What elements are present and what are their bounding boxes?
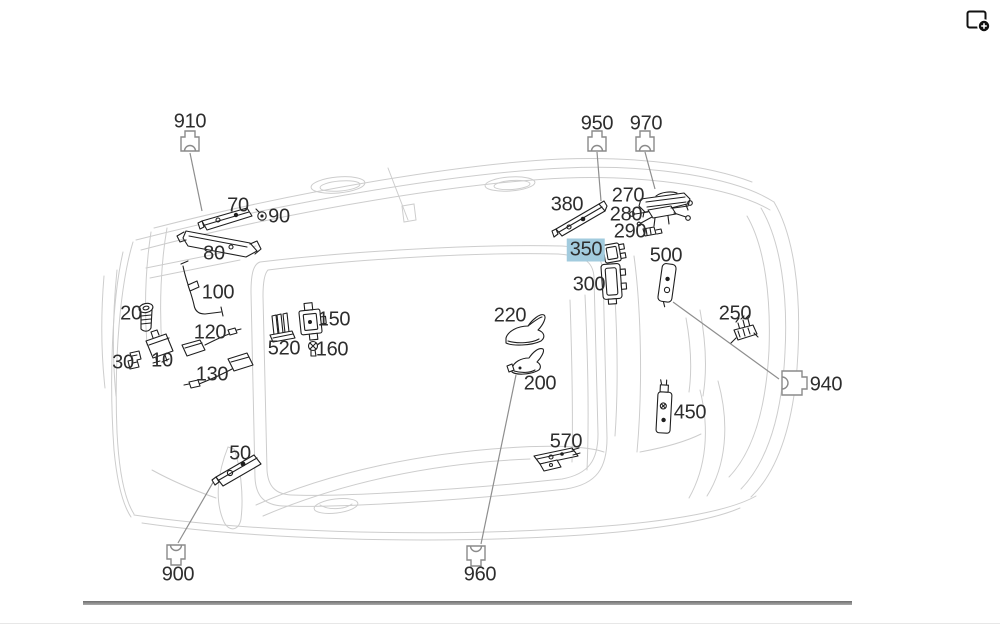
leader-line-950 (596, 151, 602, 202)
connector-plug-icon-940[interactable] (781, 370, 808, 396)
leader-line-900 (177, 478, 216, 544)
part-label-120[interactable]: 120 (193, 321, 227, 344)
part-label-300[interactable]: 300 (572, 273, 606, 296)
part-glyph-30[interactable] (127, 350, 142, 370)
part-glyph-350[interactable] (596, 242, 627, 265)
part-label-160[interactable]: 160 (315, 338, 349, 361)
open-new-window-button[interactable] (964, 7, 992, 35)
part-label-30[interactable]: 30 (112, 351, 134, 374)
part-label-20[interactable]: 20 (120, 302, 142, 325)
leader-line-960 (480, 374, 517, 545)
part-label-380[interactable]: 380 (550, 193, 584, 216)
part-glyph-200[interactable] (506, 348, 545, 375)
part-label-350[interactable]: 350 (566, 238, 606, 262)
part-glyph-270[interactable] (638, 191, 691, 218)
part-label-970[interactable]: 970 (629, 112, 663, 135)
part-label-900[interactable]: 900 (161, 563, 195, 586)
part-glyph-100[interactable] (180, 260, 224, 317)
leader-line-970 (644, 151, 656, 190)
horizontal-scrollbar-thumb[interactable] (83, 601, 852, 605)
part-label-150[interactable]: 150 (317, 308, 351, 331)
part-glyph-290[interactable] (642, 226, 663, 237)
part-glyph-520[interactable] (269, 312, 296, 343)
part-label-270[interactable]: 270 (611, 184, 645, 207)
leader-lines (177, 151, 780, 545)
part-glyph-70[interactable] (197, 207, 253, 231)
leader-line-940 (672, 301, 780, 380)
part-label-100[interactable]: 100 (201, 281, 235, 304)
part-glyph-80[interactable] (176, 230, 262, 258)
part-label-520[interactable]: 520 (267, 337, 301, 360)
part-label-570[interactable]: 570 (549, 430, 583, 453)
open-in-new-window-plus-icon (966, 10, 991, 33)
part-label-940[interactable]: 940 (809, 373, 843, 396)
part-label-220[interactable]: 220 (493, 304, 527, 327)
part-glyph-130[interactable] (183, 352, 254, 389)
part-label-130[interactable]: 130 (195, 363, 229, 386)
part-label-290[interactable]: 290 (613, 220, 647, 243)
part-label-450[interactable]: 450 (673, 401, 707, 424)
connector-plug-icon-910[interactable] (180, 130, 200, 152)
part-label-200[interactable]: 200 (523, 372, 557, 395)
car-outline (101, 157, 800, 541)
part-label-250[interactable]: 250 (718, 302, 752, 325)
part-label-960[interactable]: 960 (463, 563, 497, 586)
part-label-80[interactable]: 80 (203, 242, 225, 265)
part-glyph-150[interactable] (298, 301, 328, 341)
part-glyph-220[interactable] (505, 314, 546, 346)
part-label-910[interactable]: 910 (173, 110, 207, 133)
connector-plug-icon-900[interactable] (166, 544, 186, 566)
part-glyph-250[interactable] (730, 314, 759, 344)
part-label-950[interactable]: 950 (580, 112, 614, 135)
part-label-90[interactable]: 90 (268, 205, 290, 228)
part-glyph-120[interactable] (181, 327, 242, 357)
part-glyph-90[interactable] (255, 208, 267, 221)
part-glyph-300[interactable] (600, 262, 628, 305)
part-glyph-20[interactable] (138, 302, 154, 332)
part-label-280[interactable]: 280 (609, 203, 643, 226)
part-label-70[interactable]: 70 (227, 194, 249, 217)
part-glyph-500[interactable] (657, 263, 677, 308)
part-glyph-570[interactable] (533, 447, 581, 472)
part-label-500[interactable]: 500 (649, 244, 683, 267)
bottom-divider (0, 623, 1000, 624)
part-glyph-10[interactable] (145, 329, 174, 365)
part-glyph-450[interactable] (655, 379, 673, 434)
part-glyph-160[interactable] (307, 340, 319, 357)
leader-line-910 (189, 152, 203, 212)
part-label-10[interactable]: 10 (151, 349, 173, 372)
part-glyph-380[interactable] (551, 200, 608, 238)
part-label-50[interactable]: 50 (229, 442, 251, 465)
part-glyph-280[interactable] (629, 200, 693, 227)
part-glyph-50[interactable] (211, 454, 262, 487)
